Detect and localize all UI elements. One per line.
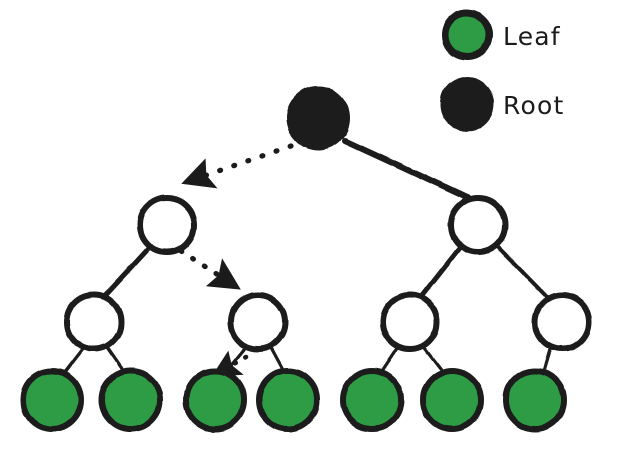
edge-to-leaf-2 xyxy=(105,345,127,375)
tree-leaf-6[interactable] xyxy=(420,368,484,432)
tree-node-level2-4[interactable] xyxy=(532,292,592,352)
legend-root-swatch-icon xyxy=(440,77,494,131)
tree-leaf-4[interactable] xyxy=(256,368,320,432)
tree-leaf-5[interactable] xyxy=(340,368,404,432)
traversal-arrow-2 xyxy=(178,248,241,290)
edge-to-leaf-7 xyxy=(541,344,553,375)
legend: Leaf Root xyxy=(440,9,564,131)
edge-root-to-right-child xyxy=(342,138,471,201)
legend-label-root: Root xyxy=(503,91,564,120)
tree-leaf-7[interactable] xyxy=(503,368,567,432)
edge-right-to-left-grandchild xyxy=(417,243,464,301)
edge-left-to-left-grandchild xyxy=(101,244,153,300)
tree-nodes xyxy=(20,86,592,432)
tree-node-level2-1[interactable] xyxy=(64,292,124,352)
edge-to-leaf-6 xyxy=(421,344,446,375)
edge-to-leaf-4 xyxy=(268,344,286,374)
traversal-arrows xyxy=(178,143,294,377)
tree-node-level1-left[interactable] xyxy=(137,195,197,255)
edge-right-to-right-grandchild xyxy=(494,243,551,301)
traversal-arrow-3 xyxy=(211,350,249,377)
tree-node-level2-2[interactable] xyxy=(228,292,288,352)
tree-leaf-1[interactable] xyxy=(20,368,84,432)
tree-leaf-3[interactable] xyxy=(183,368,247,432)
legend-label-leaf: Leaf xyxy=(503,22,561,51)
tree-edges xyxy=(61,138,553,376)
tree-node-level2-3[interactable] xyxy=(380,292,440,352)
tree-node-level1-right[interactable] xyxy=(448,195,508,255)
traversal-arrow-1 xyxy=(181,143,294,189)
tree-leaf-2[interactable] xyxy=(99,368,163,432)
legend-leaf-swatch-icon xyxy=(441,9,493,61)
tree-node-root[interactable] xyxy=(286,86,350,150)
edge-to-leaf-5 xyxy=(379,344,401,375)
edge-to-leaf-1 xyxy=(61,345,86,376)
